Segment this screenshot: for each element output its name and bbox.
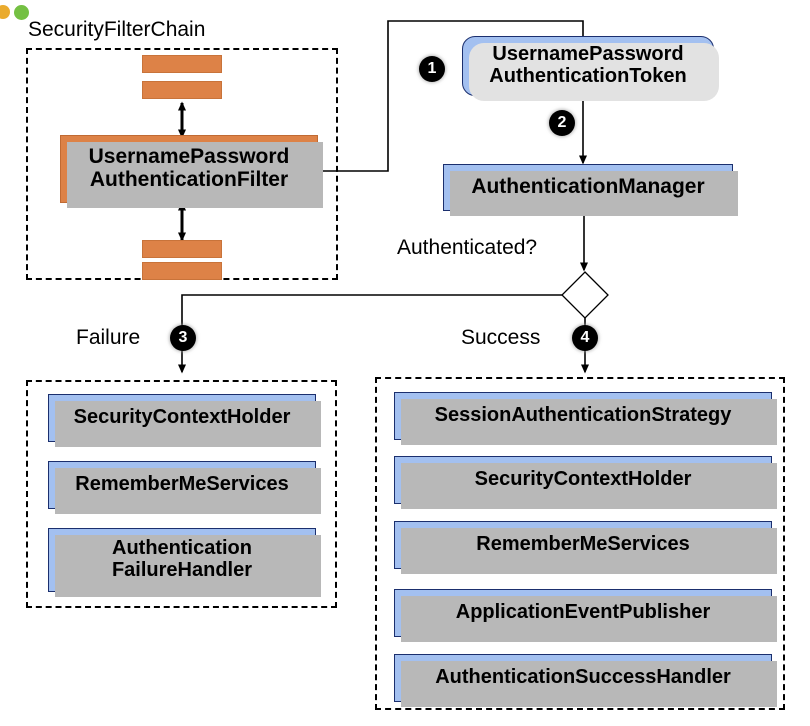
security-filter-chain-title: SecurityFilterChain: [28, 18, 206, 41]
badge-step-3: 3: [170, 325, 196, 351]
filter-bar-top-2: [142, 81, 222, 99]
node-label: AuthenticationManager: [471, 175, 705, 199]
badge-step-1: 1: [419, 56, 445, 82]
node-label: AuthenticationSuccessHandler: [435, 666, 731, 689]
dot-orange-icon: [0, 5, 10, 19]
badge-number: 4: [580, 329, 590, 346]
node-label: RememberMeServices: [476, 533, 690, 556]
node-success-remember-me-services[interactable]: RememberMeServices: [394, 521, 777, 574]
node-failure-authentication-failure-handler[interactable]: Authentication FailureHandler: [48, 528, 321, 597]
node-label-line1: UsernamePassword: [492, 43, 684, 66]
node-success-authentication-success-handler[interactable]: AuthenticationSuccessHandler: [394, 654, 777, 707]
node-failure-security-context-holder[interactable]: SecurityContextHolder: [48, 394, 321, 447]
node-label-line2: AuthenticationFilter: [89, 168, 289, 191]
node-shadow: [401, 528, 777, 574]
node-success-application-event-publisher[interactable]: ApplicationEventPublisher: [394, 589, 777, 642]
badge-number: 2: [557, 114, 567, 131]
node-label-line1: Authentication: [112, 537, 252, 560]
badge-number: 3: [178, 329, 188, 346]
node-shadow: [450, 171, 738, 216]
node-label-line1: UsernamePassword: [88, 145, 290, 169]
node-username-password-authentication-filter[interactable]: UsernamePassword AuthenticationFilter: [60, 135, 323, 208]
filter-bar-bottom-2: [142, 262, 222, 280]
node-shadow: [55, 468, 321, 514]
node-label: ApplicationEventPublisher: [455, 601, 711, 624]
node-label: RememberMeServices: [75, 473, 289, 496]
node-shadow: [55, 535, 321, 597]
node-authentication-manager[interactable]: AuthenticationManager: [443, 164, 738, 216]
node-label: SessionAuthenticationStrategy: [434, 404, 732, 427]
badge-step-4: 4: [572, 325, 598, 351]
filter-bar-top-1: [142, 55, 222, 73]
node-failure-remember-me-services[interactable]: RememberMeServices: [48, 461, 321, 514]
badge-step-2: 2: [549, 110, 575, 136]
badge-number: 1: [427, 60, 437, 77]
node-label: SecurityContextHolder: [474, 468, 692, 491]
node-success-security-context-holder[interactable]: SecurityContextHolder: [394, 456, 777, 509]
node-shadow: [67, 142, 323, 208]
branch-success-label: Success: [461, 326, 541, 349]
node-shadow: [401, 399, 777, 445]
node-label-line2: FailureHandler: [111, 559, 253, 581]
filter-bar-bottom-1: [142, 240, 222, 258]
node-shadow: [401, 463, 777, 509]
node-success-session-authentication-strategy[interactable]: SessionAuthenticationStrategy: [394, 392, 777, 445]
node-shadow: [401, 661, 777, 707]
dot-green-icon: [14, 5, 29, 20]
decision-label: Authenticated?: [397, 236, 538, 259]
node-label-line2: AuthenticationToken: [489, 65, 687, 87]
node-shadow: [401, 596, 777, 642]
branch-failure-label: Failure: [76, 326, 141, 349]
success-branch-container: [375, 377, 785, 710]
node-label: SecurityContextHolder: [73, 406, 291, 429]
node-shadow: [55, 401, 321, 447]
failure-branch-container: [26, 380, 337, 608]
node-username-password-authentication-token[interactable]: UsernamePassword AuthenticationToken: [462, 36, 719, 101]
